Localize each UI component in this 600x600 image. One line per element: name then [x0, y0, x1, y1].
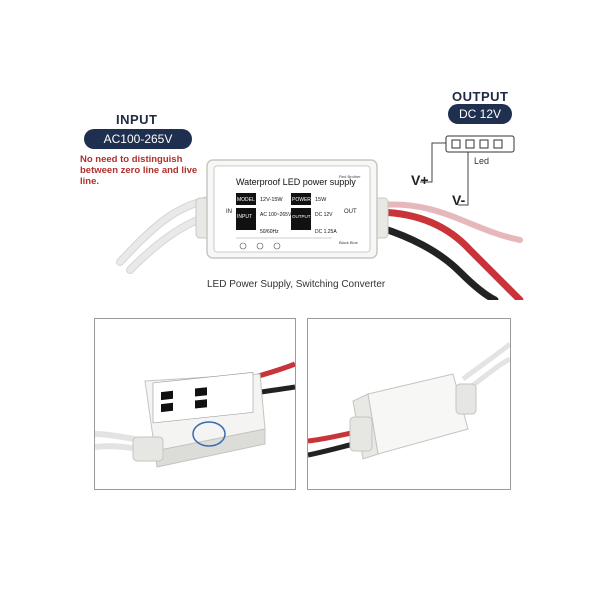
main-product-illustration: Waterproof LED power supply Red Brother … — [116, 135, 524, 300]
back-device-photo — [307, 342, 512, 460]
input-note: No need to distinguish between zero line… — [80, 154, 198, 187]
certification-icon — [273, 242, 281, 250]
device-model-label: MODEL — [237, 197, 255, 203]
device-title: Waterproof LED power supply — [236, 177, 356, 187]
device-red-wire-label: Red Brother — [339, 174, 361, 179]
device-power-label: POWER — [292, 197, 311, 203]
device-output-label: OUTPUT — [292, 214, 311, 219]
led-label: Led — [474, 156, 490, 166]
power-supply-body: Waterproof LED power supply Red Brother … — [195, 159, 389, 259]
product-caption: LED Power Supply, Switching Converter — [207, 279, 386, 290]
v-minus-label: V- — [452, 192, 466, 208]
certification-icon — [256, 242, 264, 250]
device-black-wire-label: Black Blue — [339, 240, 359, 245]
photo-panel-back — [307, 318, 512, 490]
device-power-value: 15W — [315, 197, 327, 203]
device-model-value: 12V-15W — [260, 197, 283, 203]
device-in-label: IN — [226, 209, 232, 215]
angled-device-photo — [94, 361, 296, 468]
output-wires — [371, 201, 524, 300]
device-output-current: DC 1.25A — [315, 229, 337, 235]
pass-qc-sticker-icon — [192, 421, 226, 447]
device-input-freq: 50/60Hz — [260, 229, 279, 235]
certification-icon — [239, 242, 247, 250]
output-title: OUTPUT — [452, 89, 509, 104]
device-input-value: AC 100~265V — [260, 212, 292, 218]
input-voltage-badge: AC100-265V — [84, 129, 192, 149]
led-strip-icon — [445, 135, 515, 153]
device-out-label: OUT — [344, 209, 357, 215]
photo-panel-angled — [94, 318, 296, 490]
led-connector-lines — [420, 142, 469, 206]
input-title: INPUT — [116, 112, 158, 127]
device-input-label: INPUT — [237, 214, 252, 220]
output-voltage-badge: DC 12V — [448, 104, 512, 124]
v-plus-label: V+ — [411, 172, 429, 188]
device-output-value: DC 12V — [315, 212, 333, 218]
